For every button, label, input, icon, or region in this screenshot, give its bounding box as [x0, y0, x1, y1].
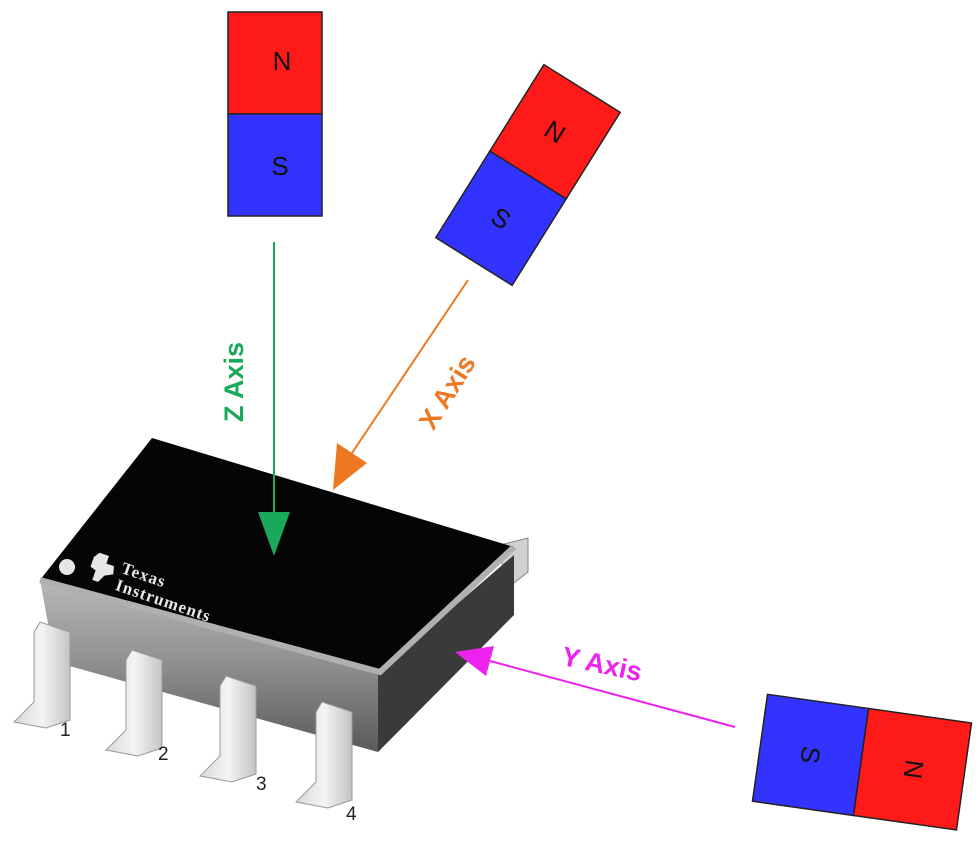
chip-side: [40, 580, 378, 752]
chip-pins: [12, 621, 353, 809]
chip-rim: [39, 544, 517, 676]
pin1-marker: [59, 559, 75, 575]
x-axis-shaft: [351, 279, 469, 454]
pin-number-3: 3: [256, 774, 267, 795]
z-axis-arrowhead: [258, 512, 290, 556]
x-axis-arrowhead: [333, 443, 367, 490]
z-axis-label: Z Axis: [219, 342, 249, 422]
top-magnet-south-pole: [227, 113, 323, 217]
angled-magnet: N S: [434, 63, 622, 287]
ic-chip: Texas Instruments 1 2 3 4: [12, 438, 529, 825]
pin-number-4: 4: [346, 804, 357, 825]
pin-number-2: 2: [158, 744, 169, 765]
side-magnet-south-label: S: [794, 744, 826, 765]
y-axis-shaft: [489, 660, 736, 728]
y-axis-arrow: [455, 646, 736, 728]
pin-1: [12, 621, 71, 729]
side-magnet: S N: [751, 693, 973, 831]
angled-magnet-south-pole: [434, 150, 568, 287]
pin-2: [104, 649, 163, 757]
y-axis-label: Y Axis: [559, 641, 645, 687]
side-magnet-north-label: N: [897, 758, 929, 781]
side-magnet-north-pole: [852, 707, 973, 831]
x-axis-arrow: [333, 279, 469, 490]
ti-logo-icon: [90, 552, 114, 582]
top-magnet-north-pole: [227, 11, 323, 115]
pin-3: [198, 675, 257, 783]
z-axis-arrow: [258, 242, 290, 556]
chip-side-right: [378, 555, 514, 752]
pin-4: [294, 701, 353, 809]
pin-number-1: 1: [60, 720, 71, 741]
top-magnet: N S: [227, 11, 323, 217]
top-magnet-south-label: S: [271, 151, 288, 181]
x-axis-label: X Axis: [413, 350, 482, 435]
top-magnet-north-label: N: [273, 46, 292, 76]
y-axis-arrowhead: [455, 646, 494, 676]
chip-top: [40, 438, 514, 672]
